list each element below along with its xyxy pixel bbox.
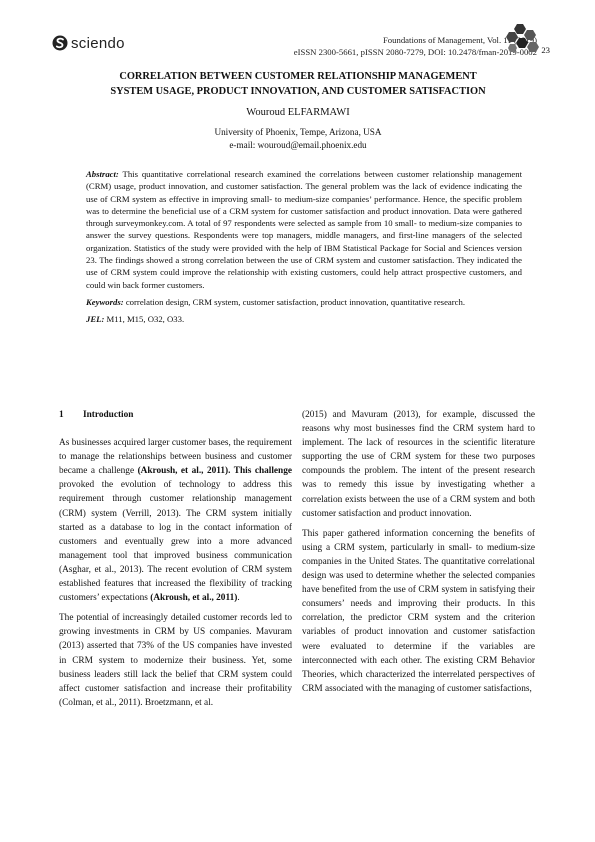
intro-paragraph-2: The potential of increasingly detailed c…	[59, 613, 292, 708]
text-run: .	[237, 593, 240, 604]
paper-title: CORRELATION BETWEEN CUSTOMER RELATIONSHI…	[60, 70, 536, 99]
abstract-label: Abstract:	[86, 169, 119, 179]
author-email: e-mail: wouroud@email.phoenix.edu	[229, 139, 367, 150]
section-heading: 1 Introduction	[59, 408, 292, 422]
intro-paragraph-1: As businesses acquired larger customer b…	[59, 436, 292, 605]
section-title: Introduction	[83, 410, 134, 420]
right-column: (2015) and Mavuram (2013), for example, …	[302, 408, 535, 702]
journal-header: Foundations of Management, Vol. 11 (2019…	[294, 34, 537, 58]
keywords-paragraph: Keywords: correlation design, CRM system…	[86, 296, 522, 308]
jel-codes: M11, M15, O32, O33.	[106, 314, 185, 325]
jel-paragraph: JEL: M11, M15, O32, O33.	[86, 313, 522, 325]
abstract-text: This quantitative correlational research…	[86, 169, 522, 290]
abstract-paragraph: Abstract: This quantitative correlationa…	[86, 168, 522, 291]
text-run: As businesses acquired larger customer b…	[59, 438, 292, 477]
affiliation-block: University of Phoenix, Tempe, Arizona, U…	[60, 126, 536, 151]
page-number: 23	[541, 45, 550, 55]
publisher-logo: sciendo	[52, 34, 125, 52]
journal-title: Foundations of Management, Vol. 11 (2019…	[382, 35, 537, 45]
author-name: Wouroud ELFARMAWI	[246, 107, 350, 118]
section-number: 1	[59, 410, 64, 420]
jel-label: JEL:	[86, 314, 105, 325]
affiliation: University of Phoenix, Tempe, Arizona, U…	[214, 127, 382, 137]
sciendo-s-icon	[52, 35, 68, 51]
publisher-name: sciendo	[71, 34, 125, 52]
title-line-2: SYSTEM USAGE, PRODUCT INNOVATION, AND CU…	[110, 85, 486, 97]
journal-hexagon-logo	[506, 24, 539, 52]
title-line-1: CORRELATION BETWEEN CUSTOMER RELATIONSHI…	[119, 71, 477, 82]
citation: (Akroush, et al., 2011)	[150, 593, 238, 604]
keywords-label: Keywords:	[86, 296, 124, 307]
citation: (Akroush, et al., 2011). This challenge	[137, 466, 292, 477]
intro-paragraph-3: (2015) and Mavuram (2013), for example, …	[302, 410, 535, 519]
abstract-block: Abstract: This quantitative correlationa…	[86, 168, 522, 331]
intro-paragraph-4: This paper gathered information concerni…	[302, 528, 535, 694]
left-column: 1 Introduction As businesses acquired la…	[59, 408, 292, 716]
journal-issn: eISSN 2300-5661, pISSN 2080-7279, DOI: 1…	[293, 47, 537, 57]
text-run: provoked the evolution of technology to …	[59, 480, 292, 604]
keywords-text: correlation design, CRM system, customer…	[125, 296, 466, 307]
